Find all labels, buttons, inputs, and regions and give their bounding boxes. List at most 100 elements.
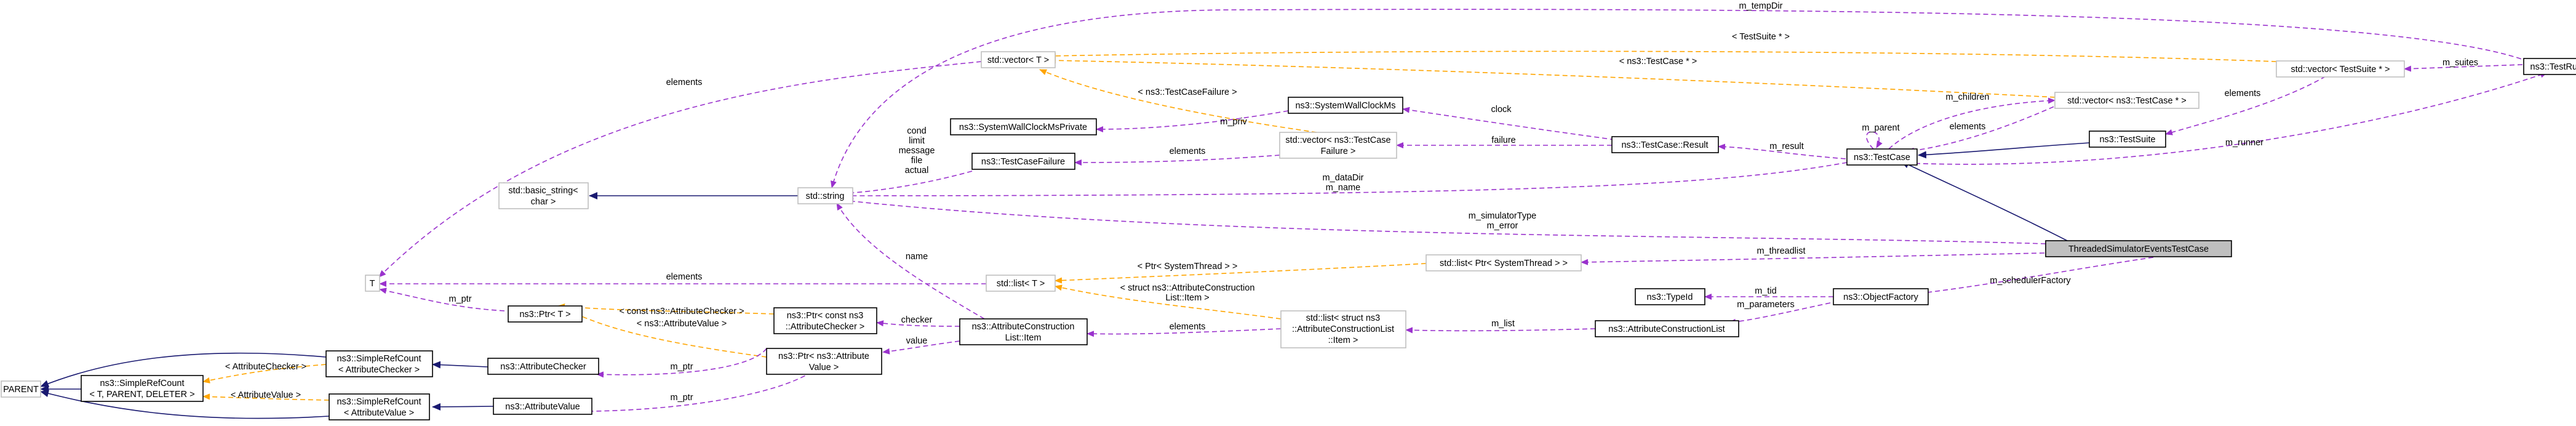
node-typeid[interactable]: ns3::TypeId xyxy=(1635,288,1705,305)
edge-tpl-ptr-value xyxy=(572,311,767,358)
edge-use-elements-failure xyxy=(1074,155,1280,166)
node-system-wall-clock-ms[interactable]: ns3::SystemWallClockMs xyxy=(1288,97,1403,114)
edge-inherit-threaded-testcase xyxy=(1900,161,2069,242)
node-ptr-const-attributechecker[interactable]: ns3::Ptr< const ns3 ::AttributeChecker > xyxy=(773,307,877,334)
label-testcasefailure-tpl: < ns3::TestCaseFailure > xyxy=(1138,87,1237,97)
node-std-string[interactable]: std::string xyxy=(797,187,853,204)
edge-use-parameters xyxy=(1728,302,1831,325)
svg-text:char >: char > xyxy=(531,197,556,207)
label-m-runner: m_runner xyxy=(2225,138,2263,148)
label-m-tid: m_tid xyxy=(1755,286,1776,296)
label-m-list: m_list xyxy=(1491,319,1515,329)
svg-text:std::vector< TestSuite * >: std::vector< TestSuite * > xyxy=(2291,65,2390,74)
node-list-ptr-systemthread[interactable]: std::list< Ptr< SystemThread > > xyxy=(1426,254,1582,271)
edge-use-list xyxy=(1405,327,1596,334)
svg-text:ns3::AttributeConstructionList: ns3::AttributeConstructionList xyxy=(1608,324,1725,334)
svg-text:ns3::TestCase: ns3::TestCase xyxy=(1854,153,1910,163)
node-vector-T[interactable]: std::vector< T > xyxy=(981,51,1056,68)
node-system-wall-clock-ms-private[interactable]: ns3::SystemWallClockMsPrivate xyxy=(950,118,1097,135)
edge-use-tempdir xyxy=(831,9,2529,188)
label-testcase-ptr: < ns3::TestCase * > xyxy=(1619,57,1697,66)
node-simplerefcount-attributechecker[interactable]: ns3::SimpleRefCount < AttributeChecker > xyxy=(325,350,433,377)
edge-use-checker xyxy=(876,320,960,327)
node-T[interactable]: T xyxy=(365,275,380,292)
node-simplerefcount-template[interactable]: ns3::SimpleRefCount < T, PARENT, DELETER… xyxy=(81,375,204,402)
svg-text:ns3::SystemWallClockMs: ns3::SystemWallClockMs xyxy=(1295,101,1395,111)
label-m-ptr-T: m_ptr xyxy=(449,294,471,304)
svg-text:ns3::SimpleRefCount: ns3::SimpleRefCount xyxy=(337,397,421,407)
node-attributeconstructionlist-item[interactable]: ns3::AttributeConstruction List::Item xyxy=(959,318,1088,345)
label-elements-item: elements xyxy=(1170,322,1206,332)
label-elements-list-T: elements xyxy=(666,272,703,282)
node-attribute-checker[interactable]: ns3::AttributeChecker xyxy=(487,358,599,375)
label-testsuite-ptr: < TestSuite * > xyxy=(1732,32,1790,42)
svg-text:ns3::ObjectFactory: ns3::ObjectFactory xyxy=(1843,292,1918,302)
label-m-ptr-checker: m_ptr xyxy=(670,362,693,372)
node-std-list-T[interactable]: std::list< T > xyxy=(986,275,1056,292)
label-elements-suites: elements xyxy=(2225,89,2261,98)
node-parent[interactable]: PARENT xyxy=(1,380,41,398)
edge-tpl-list-systemthread xyxy=(1055,263,1427,284)
svg-text:std::list< struct ns3: std::list< struct ns3 xyxy=(1306,313,1380,323)
node-attributeconstructionlist[interactable]: ns3::AttributeConstructionList xyxy=(1595,320,1739,337)
node-simplerefcount-attributevalue[interactable]: ns3::SimpleRefCount < AttributeValue > xyxy=(329,393,430,420)
label-m-simulatortype: m_simulatorType xyxy=(1469,211,1536,221)
label-string-limit: limit xyxy=(909,136,925,146)
edge-use-mptr-T xyxy=(379,287,505,311)
node-test-case-failure[interactable]: ns3::TestCaseFailure xyxy=(971,153,1075,170)
svg-text:std::vector< T >: std::vector< T > xyxy=(987,55,1049,65)
label-struct-item-1: < struct ns3::AttributeConstruction xyxy=(1120,283,1255,293)
edge-use-datadir xyxy=(846,162,1848,199)
label-name: name xyxy=(906,252,928,262)
svg-text:std::list< T >: std::list< T > xyxy=(997,279,1045,289)
label-m-parameters: m_parameters xyxy=(1737,300,1794,310)
edge-use-mptr-checker xyxy=(596,348,767,378)
node-threaded-simulator-events-test-case[interactable]: ThreadedSimulatorEventsTestCase xyxy=(2045,240,2232,257)
edge-use-result xyxy=(1718,143,1846,159)
edge-use-elements-item xyxy=(1087,328,1282,337)
svg-text:ns3::TestSuite: ns3::TestSuite xyxy=(2099,135,2155,145)
svg-text:Value >: Value > xyxy=(809,363,839,372)
label-m-name: m_name xyxy=(1326,183,1360,193)
svg-text:std::vector< ns3::TestCase: std::vector< ns3::TestCase xyxy=(1285,135,1390,145)
node-object-factory[interactable]: ns3::ObjectFactory xyxy=(1833,288,1929,305)
svg-text:::Item >: ::Item > xyxy=(1328,336,1358,345)
edge-tpl-vector-testcasefailure xyxy=(1039,69,1317,133)
node-vector-testcasefailure[interactable]: std::vector< ns3::TestCase Failure > xyxy=(1279,132,1397,159)
svg-text:ns3::TestCase::Result: ns3::TestCase::Result xyxy=(1621,140,1708,150)
svg-text:List::Item: List::Item xyxy=(1005,333,1042,343)
node-test-suite[interactable]: ns3::TestSuite xyxy=(2089,131,2166,148)
edge-use-priv xyxy=(1096,110,1289,132)
node-ptr-T[interactable]: ns3::Ptr< T > xyxy=(508,305,583,323)
svg-text:PARENT: PARENT xyxy=(3,385,39,395)
node-test-case[interactable]: ns3::TestCase xyxy=(1846,148,1918,166)
edge-use-string-failure xyxy=(846,171,973,196)
edge-use-value xyxy=(882,340,960,355)
svg-text:std::basic_string<: std::basic_string< xyxy=(508,186,578,196)
svg-text:ns3::SimpleRefCount: ns3::SimpleRefCount xyxy=(337,354,421,364)
svg-text:std::list< Ptr< SystemThread >: std::list< Ptr< SystemThread > > xyxy=(1440,259,1568,268)
svg-text:::AttributeChecker >: ::AttributeChecker > xyxy=(786,322,865,332)
edge-inherit-src-value-parent xyxy=(40,390,330,419)
svg-text:::AttributeConstructionList: ::AttributeConstructionList xyxy=(1292,324,1394,334)
label-clock: clock xyxy=(1491,105,1512,115)
label-m-suites: m_suites xyxy=(2442,58,2478,68)
label-elements-children: elements xyxy=(1950,122,1986,132)
svg-text:ns3::TypeId: ns3::TypeId xyxy=(1647,292,1693,302)
node-test-case-result[interactable]: ns3::TestCase::Result xyxy=(1611,136,1719,153)
node-vector-testsuite[interactable]: std::vector< TestSuite * > xyxy=(2276,60,2405,78)
node-list-attributeconstructionlist-item[interactable]: std::list< struct ns3 ::AttributeConstru… xyxy=(1280,310,1406,348)
edge-inherit-checker-simplerefcount xyxy=(432,361,488,369)
svg-text:< T, PARENT, DELETER >: < T, PARENT, DELETER > xyxy=(89,390,194,400)
node-ptr-attributevalue[interactable]: ns3::Ptr< ns3::Attribute Value > xyxy=(766,348,882,375)
node-vector-testcase[interactable]: std::vector< ns3::TestCase * > xyxy=(2054,92,2199,109)
node-std-basic-string[interactable]: std::basic_string< char > xyxy=(498,182,589,209)
node-attribute-value[interactable]: ns3::AttributeValue xyxy=(493,398,592,415)
node-test-runner-impl[interactable]: ns3::TestRunnerImpl xyxy=(2523,58,2576,75)
edge-use-elements-suites xyxy=(2165,76,2326,135)
edge-tpl-refcount-value xyxy=(202,393,330,401)
svg-text:ns3::SimpleRefCount: ns3::SimpleRefCount xyxy=(100,379,184,388)
edge-inherit-src-checker-parent xyxy=(40,352,327,387)
svg-text:Failure >: Failure > xyxy=(1321,147,1356,156)
label-m-datadir: m_dataDir xyxy=(1323,173,1364,183)
